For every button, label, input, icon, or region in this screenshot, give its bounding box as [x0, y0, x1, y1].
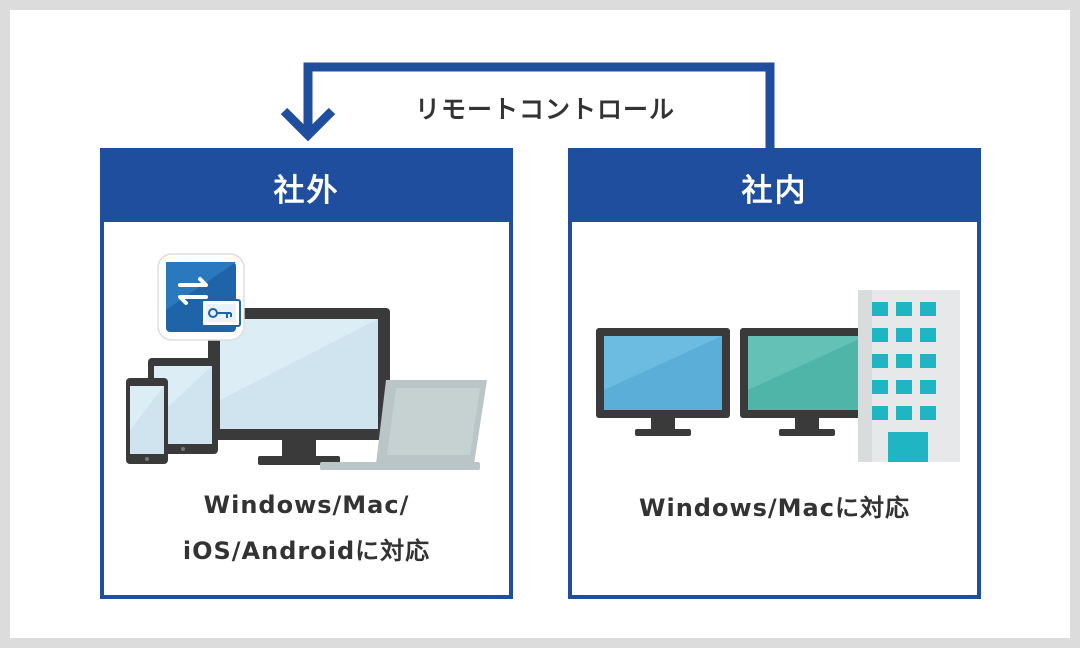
panel-title: 社内	[572, 152, 977, 222]
desktop-monitor-icon	[596, 328, 730, 436]
smartphone-icon	[126, 378, 168, 464]
panel-outside: 社外	[100, 148, 513, 599]
outside-devices-illustration	[124, 240, 494, 475]
caption-line: Windows/Mac/	[104, 482, 509, 528]
diagram-frame: リモートコントロール 社外	[10, 10, 1070, 638]
panel-inside: 社内	[568, 148, 981, 599]
panel-caption: Windows/Macに対応	[572, 485, 977, 531]
office-building-icon	[858, 290, 960, 462]
inside-devices-illustration	[592, 282, 962, 462]
caption-line: iOS/Androidに対応	[104, 528, 509, 574]
connector-label: リモートコントロール	[370, 90, 720, 126]
panel-title: 社外	[104, 152, 509, 222]
desktop-monitor-icon	[740, 328, 874, 436]
caption-line: Windows/Macに対応	[572, 485, 977, 531]
panel-caption: Windows/Mac/ iOS/Androidに対応	[104, 482, 509, 574]
remote-control-app-icon	[158, 254, 244, 340]
